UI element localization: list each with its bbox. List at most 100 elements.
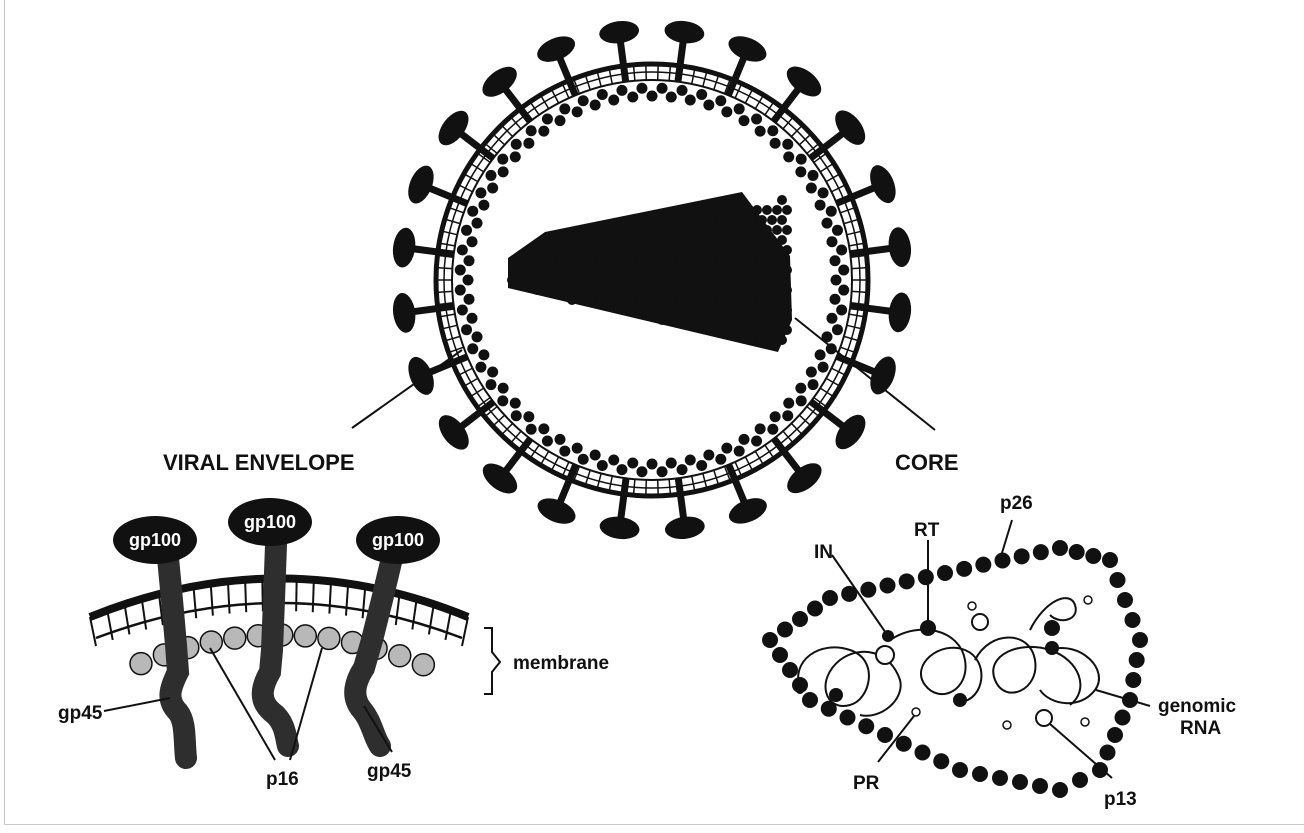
viral-envelope-label: VIRAL ENVELOPE — [163, 450, 355, 475]
capsid-subunit — [637, 275, 647, 285]
matrix-protein — [511, 410, 522, 421]
matrix-protein — [734, 103, 745, 114]
capsid-subunit — [702, 265, 712, 275]
capsid-subunit — [732, 205, 742, 215]
p26-subunit — [992, 770, 1008, 786]
p26-subunit — [1014, 548, 1030, 564]
capsid-subunit — [727, 315, 737, 325]
capsid-subunit — [737, 235, 747, 245]
rt-enzyme — [1045, 641, 1059, 655]
detail-bilayer-tick — [346, 584, 348, 616]
capsid-subunit — [537, 255, 547, 265]
matrix-protein — [478, 349, 489, 360]
matrix-protein — [487, 183, 498, 194]
capsid-subunit — [777, 255, 787, 265]
capsid-subunit — [707, 295, 717, 305]
p13-label: p13 — [1104, 789, 1137, 810]
p26-subunit — [1032, 778, 1048, 794]
capsid-subunit — [737, 295, 747, 305]
detail-bilayer-tick — [313, 580, 314, 612]
matrix-protein — [467, 236, 478, 247]
spike-head — [886, 226, 913, 269]
matrix-protein — [467, 343, 478, 354]
matrix-protein — [627, 457, 638, 468]
capsid-subunit — [592, 285, 602, 295]
genomic-label: genomic — [1158, 696, 1237, 717]
capsid-subunit — [632, 245, 642, 255]
p26-subunit — [762, 632, 778, 648]
capsid-subunit — [767, 215, 777, 225]
capsid-subunit — [652, 245, 662, 255]
capsid-subunit — [692, 265, 702, 275]
capsid-subunit — [622, 265, 632, 275]
matrix-protein — [806, 183, 817, 194]
capsid-subunit — [752, 225, 762, 235]
gp100-label-right: gp100 — [372, 530, 424, 550]
spike-stalk — [678, 42, 683, 82]
core-capsid — [507, 192, 792, 352]
capsid-subunit — [782, 305, 792, 315]
capsid-subunit — [672, 305, 682, 315]
matrix-protein — [657, 466, 668, 477]
matrix-protein — [826, 236, 837, 247]
capsid-subunit — [712, 245, 722, 255]
capsid-subunit — [777, 215, 787, 225]
p13-protein — [876, 646, 894, 664]
matrix-protein — [542, 113, 553, 124]
capsid-subunit — [777, 195, 787, 205]
p13-protein — [1003, 721, 1011, 729]
detail-bilayer-tick — [90, 617, 96, 646]
matrix-protein — [467, 206, 478, 217]
capsid-subunit — [692, 305, 702, 315]
matrix-protein — [455, 285, 466, 296]
capsid-subunit — [587, 255, 597, 265]
spike-head — [865, 353, 901, 398]
capsid-subunit — [682, 305, 692, 315]
capsid-subunit — [622, 245, 632, 255]
spike-head — [534, 493, 579, 529]
capsid-subunit — [742, 325, 752, 335]
capsid-subunit — [762, 305, 772, 315]
capsid-subunit — [687, 255, 697, 265]
capsid-subunit — [742, 225, 752, 235]
p26-subunit — [1132, 632, 1148, 648]
p26-subunit — [1092, 762, 1108, 778]
capsid-subunit — [662, 285, 672, 295]
matrix-protein — [815, 349, 826, 360]
spike-head — [477, 458, 522, 500]
p16-leader-line-b — [290, 648, 322, 760]
capsid-subunit — [682, 225, 692, 235]
matrix-protein — [542, 436, 553, 447]
detail-bilayer-tick — [193, 586, 196, 618]
matrix-protein — [796, 395, 807, 406]
capsid-subunit — [677, 275, 687, 285]
capsid-subunit — [637, 255, 647, 265]
p26-subunit — [1012, 774, 1028, 790]
matrix-protein — [677, 464, 688, 475]
capsid-subunit — [727, 235, 737, 245]
capsid-subunit — [682, 245, 692, 255]
capsid-subunit — [642, 285, 652, 295]
matrix-protein — [666, 92, 677, 103]
capsid-subunit — [762, 325, 772, 335]
matrix-protein — [590, 100, 601, 111]
capsid-subunit — [757, 235, 767, 245]
matrix-protein — [685, 454, 696, 465]
capsid-subunit — [762, 225, 772, 235]
capsid-subunit — [607, 295, 617, 305]
capsid-subunit — [762, 265, 772, 275]
matrix-protein — [767, 125, 778, 136]
capsid-subunit — [572, 245, 582, 255]
matrix-protein — [657, 83, 668, 94]
matrix-protein — [795, 166, 806, 177]
matrix-protein — [770, 411, 781, 422]
capsid-subunit — [767, 335, 777, 345]
matrix-protein — [616, 464, 627, 475]
capsid-subunit — [592, 265, 602, 275]
capsid-subunit — [697, 295, 707, 305]
capsid-subunit — [597, 275, 607, 285]
capsid-subunit — [687, 275, 697, 285]
spike-stalk — [414, 306, 454, 311]
capsid-subunit — [717, 315, 727, 325]
